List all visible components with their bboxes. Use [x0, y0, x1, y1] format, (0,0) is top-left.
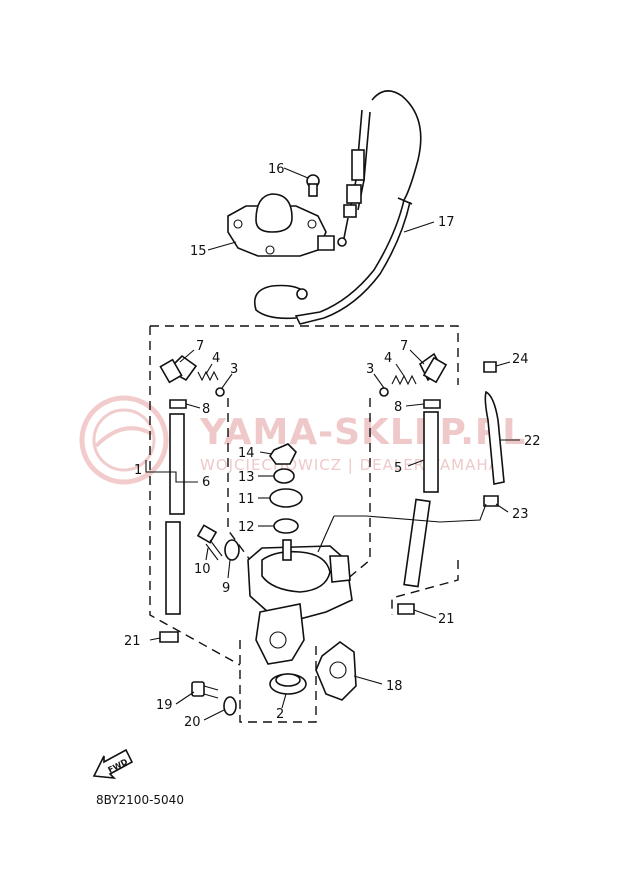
callout-22: 22 — [524, 434, 541, 449]
gasket — [315, 641, 357, 701]
pump-body — [247, 539, 353, 665]
callout-7-right: 7 — [400, 339, 408, 354]
callout-12: 12 — [238, 520, 255, 535]
callout-16: 16 — [268, 162, 285, 177]
callout-23: 23 — [512, 507, 529, 522]
callout-1: 1 — [134, 463, 142, 478]
callout-11: 11 — [238, 492, 255, 507]
callout-4-left: 4 — [212, 351, 220, 366]
watermark-logo — [79, 395, 169, 485]
watermark-title: YAMA-SKLEP.PL — [199, 412, 526, 453]
callout-18: 18 — [386, 679, 403, 694]
diagram-code: 8BY2100-5040 — [96, 793, 184, 807]
callout-19: 19 — [156, 698, 173, 713]
callout-14: 14 — [238, 446, 255, 461]
callout-9: 9 — [222, 581, 230, 596]
callout-5: 5 — [394, 461, 402, 476]
callout-13: 13 — [238, 470, 255, 485]
leader-lines — [145, 167, 520, 721]
callout-8-right: 8 — [394, 400, 402, 415]
left-fitting — [159, 354, 225, 643]
callout-21-right: 21 — [438, 612, 455, 627]
callout-3-left: 3 — [230, 362, 238, 377]
bolt-lower — [191, 681, 237, 716]
screw — [306, 174, 320, 197]
callouts: 16 15 17 7 4 3 8 1 6 14 13 11 12 10 9 7 … — [124, 162, 541, 730]
assembly-boundary — [149, 325, 459, 723]
callout-4-right: 4 — [384, 351, 392, 366]
callout-17: 17 — [438, 215, 455, 230]
fwd-arrow-icon: FWD — [92, 748, 134, 780]
callout-15: 15 — [190, 244, 207, 259]
callout-3-right: 3 — [366, 362, 374, 377]
callout-21-left: 21 — [124, 634, 141, 649]
callout-6: 6 — [202, 475, 210, 490]
callout-20: 20 — [184, 715, 201, 730]
callout-2: 2 — [276, 707, 284, 722]
callout-7-left: 7 — [196, 339, 204, 354]
right-fitting — [379, 352, 505, 615]
bolt — [196, 524, 240, 561]
watermark: YAMA-SKLEP.PL WOJCIECHOWICZ | DEALER YAM… — [79, 395, 526, 485]
pump-cover — [227, 193, 335, 257]
callout-8-left: 8 — [202, 402, 210, 417]
oil-seal — [269, 673, 307, 695]
throttle-cable — [253, 90, 422, 325]
callout-24: 24 — [512, 352, 529, 367]
callout-10: 10 — [194, 562, 211, 577]
valve-stack — [269, 443, 303, 534]
